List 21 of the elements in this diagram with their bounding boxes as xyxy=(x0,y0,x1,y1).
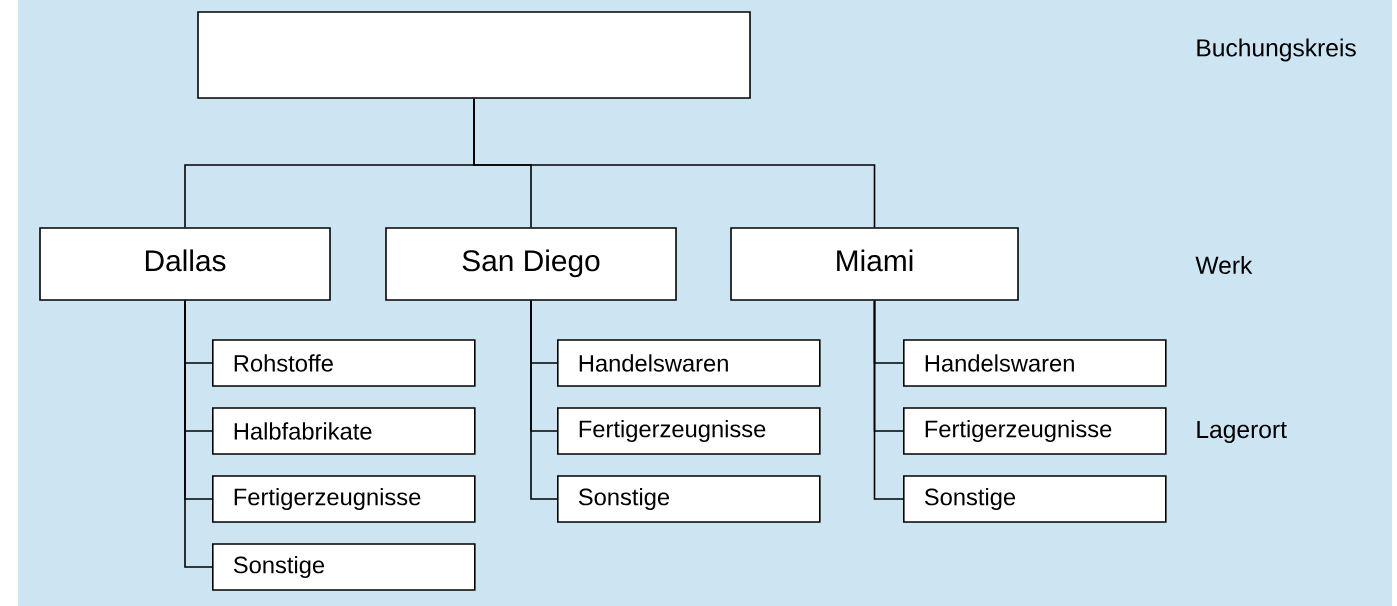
connector-line xyxy=(184,300,213,568)
org-box: Dallas xyxy=(39,227,331,301)
level-label: Werk xyxy=(1195,255,1253,275)
org-box: Fertigerzeugnisse xyxy=(903,407,1167,455)
connector-line xyxy=(473,98,876,228)
level-label: Buchungskreis xyxy=(1197,38,1356,62)
org-box: Handelswaren xyxy=(557,339,821,387)
org-box: Fertigerzeugnisse xyxy=(557,407,821,455)
connector-line xyxy=(873,300,904,500)
org-box: Rohstoffe xyxy=(212,339,476,387)
org-box: Sonstige xyxy=(212,543,476,591)
org-box xyxy=(197,11,751,99)
org-box: San Diego xyxy=(385,227,677,301)
org-box: Handelswaren xyxy=(903,339,1167,387)
level-label: Lagerort xyxy=(1197,421,1287,443)
org-box: Sonstige xyxy=(903,475,1167,523)
connector-line xyxy=(530,300,558,500)
org-box: Sonstige xyxy=(557,475,821,523)
org-box: Fertigerzeugnisse xyxy=(212,475,476,523)
org-box: Miami xyxy=(730,227,1019,301)
org-box: Halbfabrikate xyxy=(212,407,476,455)
